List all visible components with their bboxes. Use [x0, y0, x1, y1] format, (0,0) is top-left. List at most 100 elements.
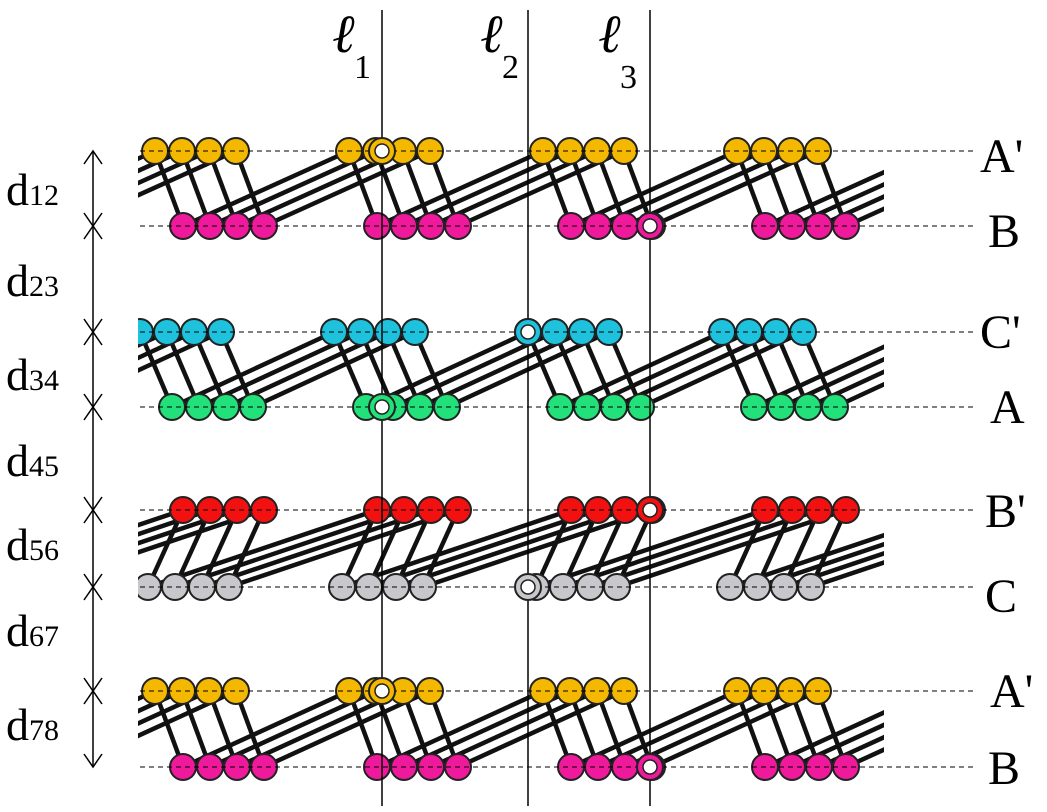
atom — [584, 753, 612, 781]
layer-label-8: B — [988, 742, 1020, 795]
atom — [0, 213, 2, 239]
line-label-3: ℓ — [599, 4, 622, 64]
bond — [422, 507, 653, 590]
atom — [583, 677, 611, 705]
bond — [834, 381, 884, 410]
atom — [30, 497, 56, 523]
atom — [0, 678, 1, 704]
line-label-3-sub: 3 — [620, 59, 637, 96]
atom — [223, 753, 251, 781]
atom — [2, 138, 28, 164]
arrow-head — [83, 330, 103, 346]
atom — [30, 213, 56, 239]
spacing-label-78: d78 — [6, 699, 59, 750]
bond — [138, 507, 184, 528]
atom — [169, 753, 197, 781]
spacing-label-23: d23 — [6, 255, 59, 306]
atom — [57, 754, 83, 780]
atom — [557, 753, 585, 781]
atom — [188, 573, 216, 601]
arrow-head — [83, 224, 103, 240]
marked-atom-dot — [642, 502, 658, 518]
arrow-head — [83, 149, 103, 165]
marked-atom-dot — [642, 759, 658, 775]
arrow-head — [83, 689, 103, 705]
atom — [945, 678, 971, 704]
spacing-label-56: d56 — [6, 519, 59, 570]
atom — [168, 677, 196, 705]
spacing-label-34: d34 — [6, 349, 59, 400]
layer-label-1: A' — [980, 130, 1023, 183]
marked-atom-dot — [520, 579, 536, 595]
atom — [1027, 213, 1047, 239]
atom — [556, 677, 584, 705]
atom — [14, 319, 40, 345]
atom — [141, 677, 169, 705]
atom — [29, 138, 55, 164]
atom-row-1 — [0, 137, 944, 165]
atom — [196, 753, 224, 781]
layer-label-5: B' — [985, 485, 1026, 538]
atom — [0, 138, 1, 164]
arrow-head — [83, 585, 103, 601]
bond — [174, 507, 405, 590]
bond — [845, 747, 884, 770]
atom — [3, 754, 29, 780]
atom — [611, 496, 639, 524]
bond — [1029, 332, 1047, 407]
atom — [584, 496, 612, 524]
atom — [0, 574, 21, 600]
atom — [196, 496, 224, 524]
bond — [756, 541, 884, 590]
bond — [958, 691, 986, 767]
bond-group-3 — [138, 507, 959, 590]
atom — [250, 212, 278, 240]
atom — [735, 318, 763, 346]
atom — [935, 394, 961, 420]
atom — [195, 137, 223, 165]
spacing-label-12: d12 — [6, 164, 59, 215]
atom — [138, 573, 162, 601]
atom — [57, 497, 83, 523]
marked-atom-dot — [374, 143, 390, 159]
arrow-head — [83, 508, 103, 524]
atom — [918, 678, 944, 704]
spacing-label-67: d67 — [6, 605, 59, 656]
bond — [783, 551, 884, 590]
spacing-arrows — [83, 149, 103, 769]
atom — [583, 137, 611, 165]
atom-chains — [0, 137, 1047, 781]
layer-label-2: B — [988, 205, 1020, 258]
atom — [30, 754, 56, 780]
atom-row-7 — [0, 677, 971, 705]
bond — [228, 507, 459, 590]
marked-atom-dot — [374, 399, 390, 415]
line-label-1-sub: 1 — [354, 49, 371, 86]
atom — [789, 318, 817, 346]
bond — [810, 560, 884, 590]
layer-reference-lines — [140, 150, 975, 768]
atom — [918, 138, 944, 164]
atom-row-3 — [14, 318, 884, 346]
bond — [924, 510, 959, 587]
line-label-2: ℓ — [481, 4, 504, 64]
line-label-1: ℓ — [333, 4, 356, 64]
atom — [610, 137, 638, 165]
atom — [584, 212, 612, 240]
bond — [201, 507, 432, 590]
bond — [931, 691, 959, 767]
atom — [3, 213, 29, 239]
layer-label-6: C — [985, 570, 1017, 623]
atom — [223, 212, 251, 240]
bond — [589, 507, 820, 590]
atom — [223, 496, 251, 524]
atom — [46, 394, 72, 420]
atom — [0, 754, 2, 780]
bond — [147, 507, 378, 590]
atom — [169, 496, 197, 524]
marked-atom-dot — [374, 683, 390, 699]
atom — [546, 393, 574, 421]
bond — [368, 507, 599, 590]
bond — [845, 206, 884, 229]
